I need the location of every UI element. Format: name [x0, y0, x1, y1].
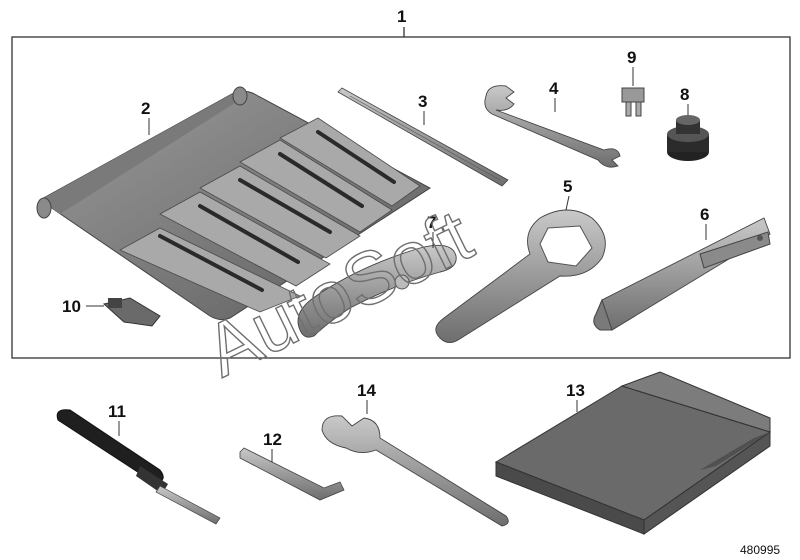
callout-5: 5: [563, 177, 572, 196]
callout-3: 3: [418, 92, 427, 111]
hook-spanner: [297, 244, 457, 338]
hex-key: [239, 447, 345, 501]
leader-5: [565, 195, 570, 211]
tool-case: [494, 371, 772, 535]
callout-7: 7: [427, 213, 436, 232]
callout-6: 6: [700, 205, 709, 224]
open-end-wrench: [321, 415, 509, 527]
ring-spanner: [435, 209, 606, 343]
callout-11: 11: [108, 402, 126, 421]
double-open-end-wrench: [484, 85, 621, 168]
callout-8: 8: [680, 85, 689, 104]
kit-frame: [11, 27, 791, 359]
callout-4: 4: [549, 79, 559, 98]
catalog-number: 480995: [740, 543, 780, 557]
callout-1: 1: [397, 7, 406, 26]
callout-2: 2: [141, 99, 150, 118]
screwdriver: [56, 409, 221, 525]
fuse-puller-clip: [102, 297, 161, 327]
callout-14: 14: [357, 381, 376, 400]
fuse: [621, 87, 645, 117]
tool-roll: [36, 86, 431, 321]
box-wrench: [593, 217, 771, 331]
callout-12: 12: [263, 430, 282, 449]
callout-13: 13: [566, 381, 585, 400]
callout-9: 9: [627, 48, 636, 67]
extension-pin: [337, 87, 509, 187]
callout-10: 10: [62, 297, 81, 316]
socket-cap: [667, 115, 709, 161]
